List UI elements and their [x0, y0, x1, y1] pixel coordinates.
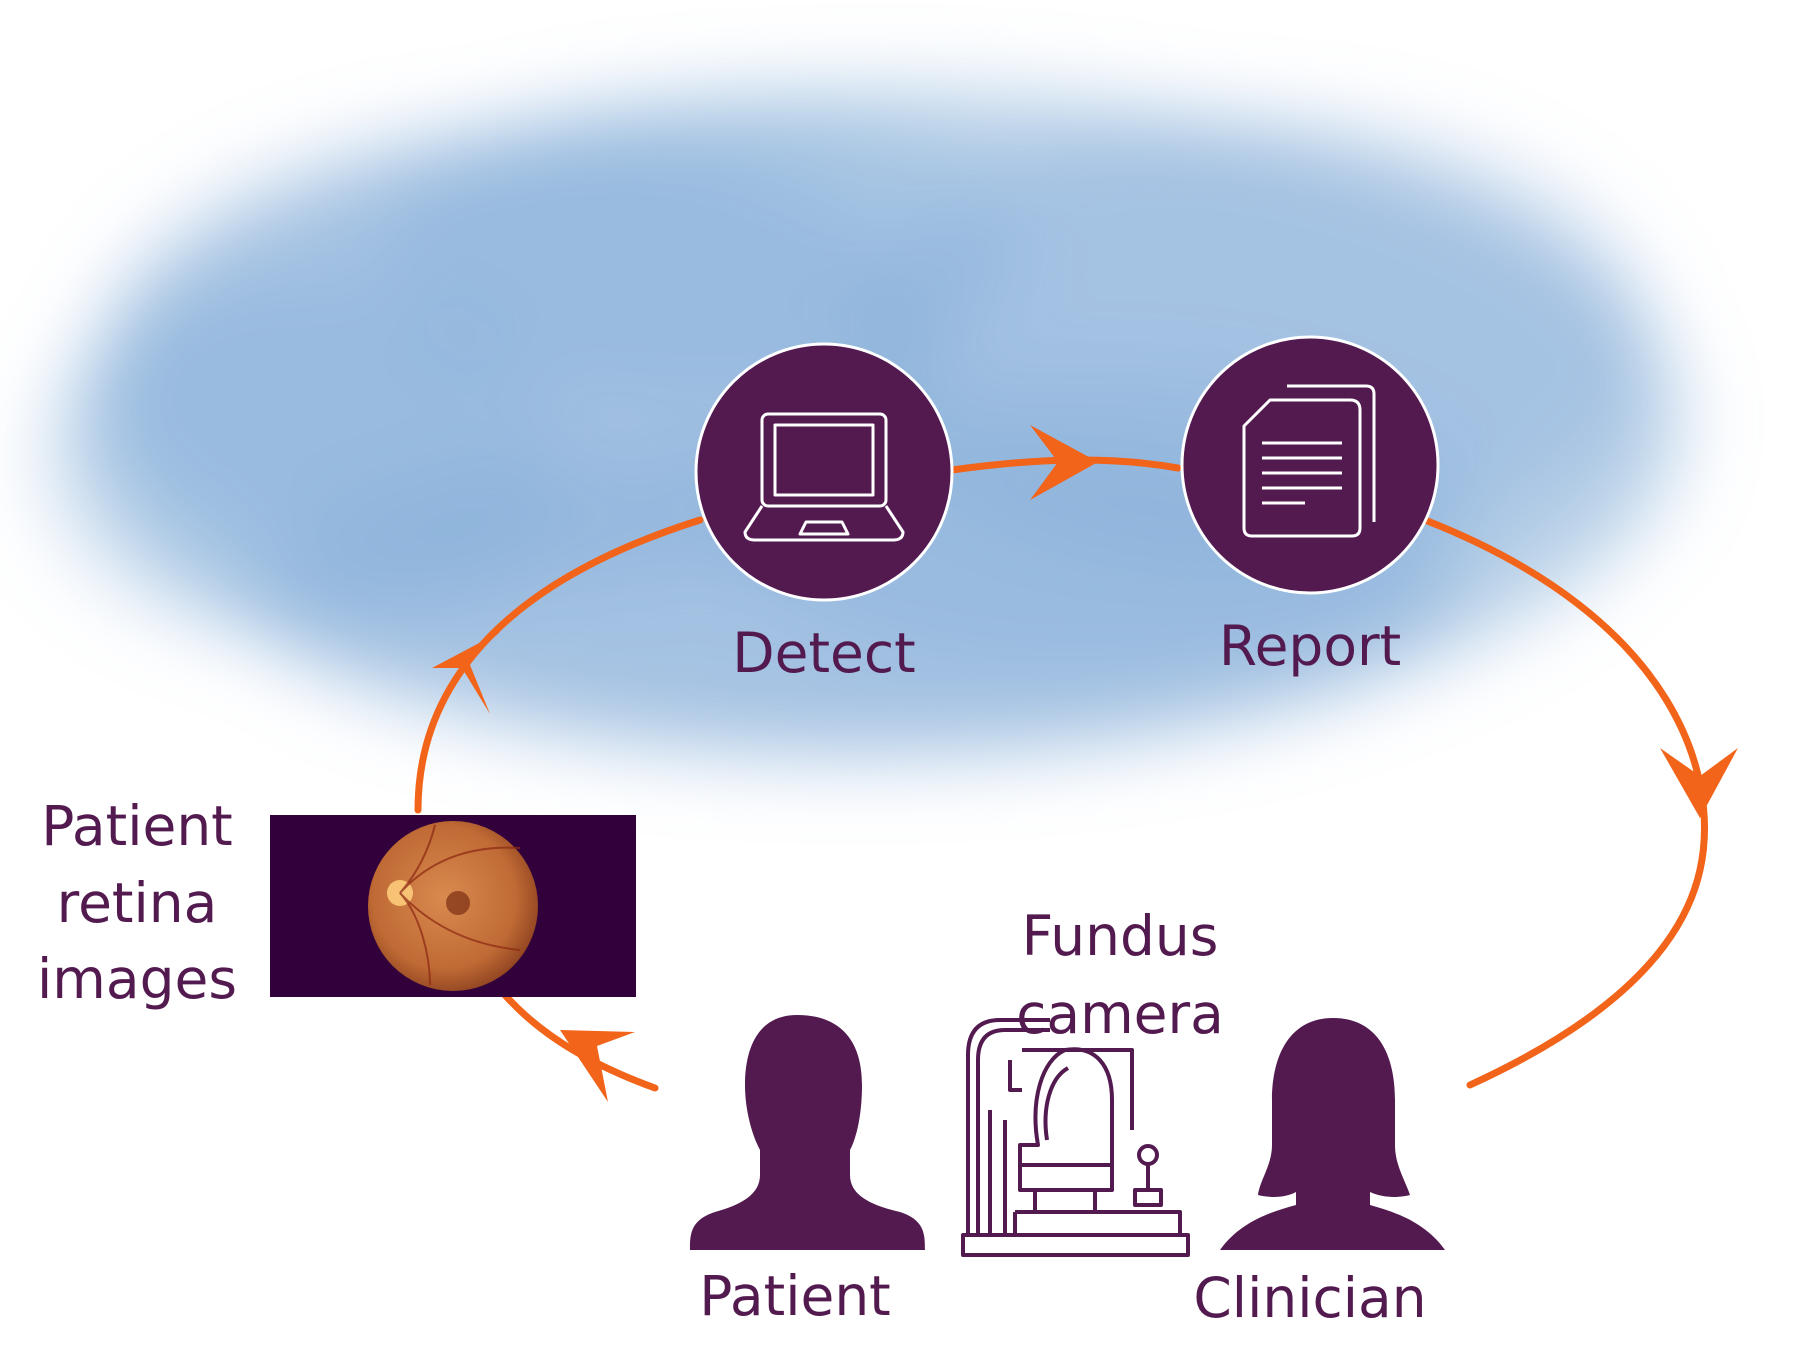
report-node: Report	[1180, 335, 1440, 678]
chevron-up-icon	[432, 632, 500, 714]
arrowheads	[432, 425, 1738, 1102]
patient-node: Patient	[690, 1015, 925, 1328]
clinician-node: Clinician	[1193, 1018, 1445, 1330]
chevron-right-icon	[1030, 425, 1098, 500]
fundus-camera-icon	[961, 1018, 1190, 1257]
detect-circle	[694, 342, 954, 602]
female-person-icon	[1220, 1018, 1445, 1250]
laptop-icon	[743, 412, 905, 542]
retina-label-line-3: images	[37, 947, 237, 1011]
fundus-camera-node: Fundus camera	[961, 904, 1224, 1257]
document-icon	[1242, 384, 1376, 538]
detect-node: Detect	[694, 342, 954, 685]
arrow-report-to-clinician	[1421, 516, 1708, 1089]
male-person-icon	[690, 1015, 925, 1250]
report-circle	[1180, 335, 1440, 595]
camera-label-line-2: camera	[1016, 982, 1224, 1046]
retina-vessels	[399, 824, 521, 986]
macula	[446, 891, 470, 915]
chevron-down-icon	[1660, 748, 1738, 818]
retina-image: Patient retina images	[37, 794, 636, 1011]
clinician-label: Clinician	[1193, 1266, 1426, 1330]
report-label: Report	[1219, 614, 1401, 678]
camera-label-line-1: Fundus	[1022, 904, 1219, 968]
retina-label-line-2: retina	[57, 871, 218, 935]
retina-label-line-1: Patient	[41, 794, 233, 858]
detect-label: Detect	[732, 621, 915, 685]
patient-label: Patient	[699, 1264, 891, 1328]
chevron-down-left-icon	[560, 1030, 635, 1102]
